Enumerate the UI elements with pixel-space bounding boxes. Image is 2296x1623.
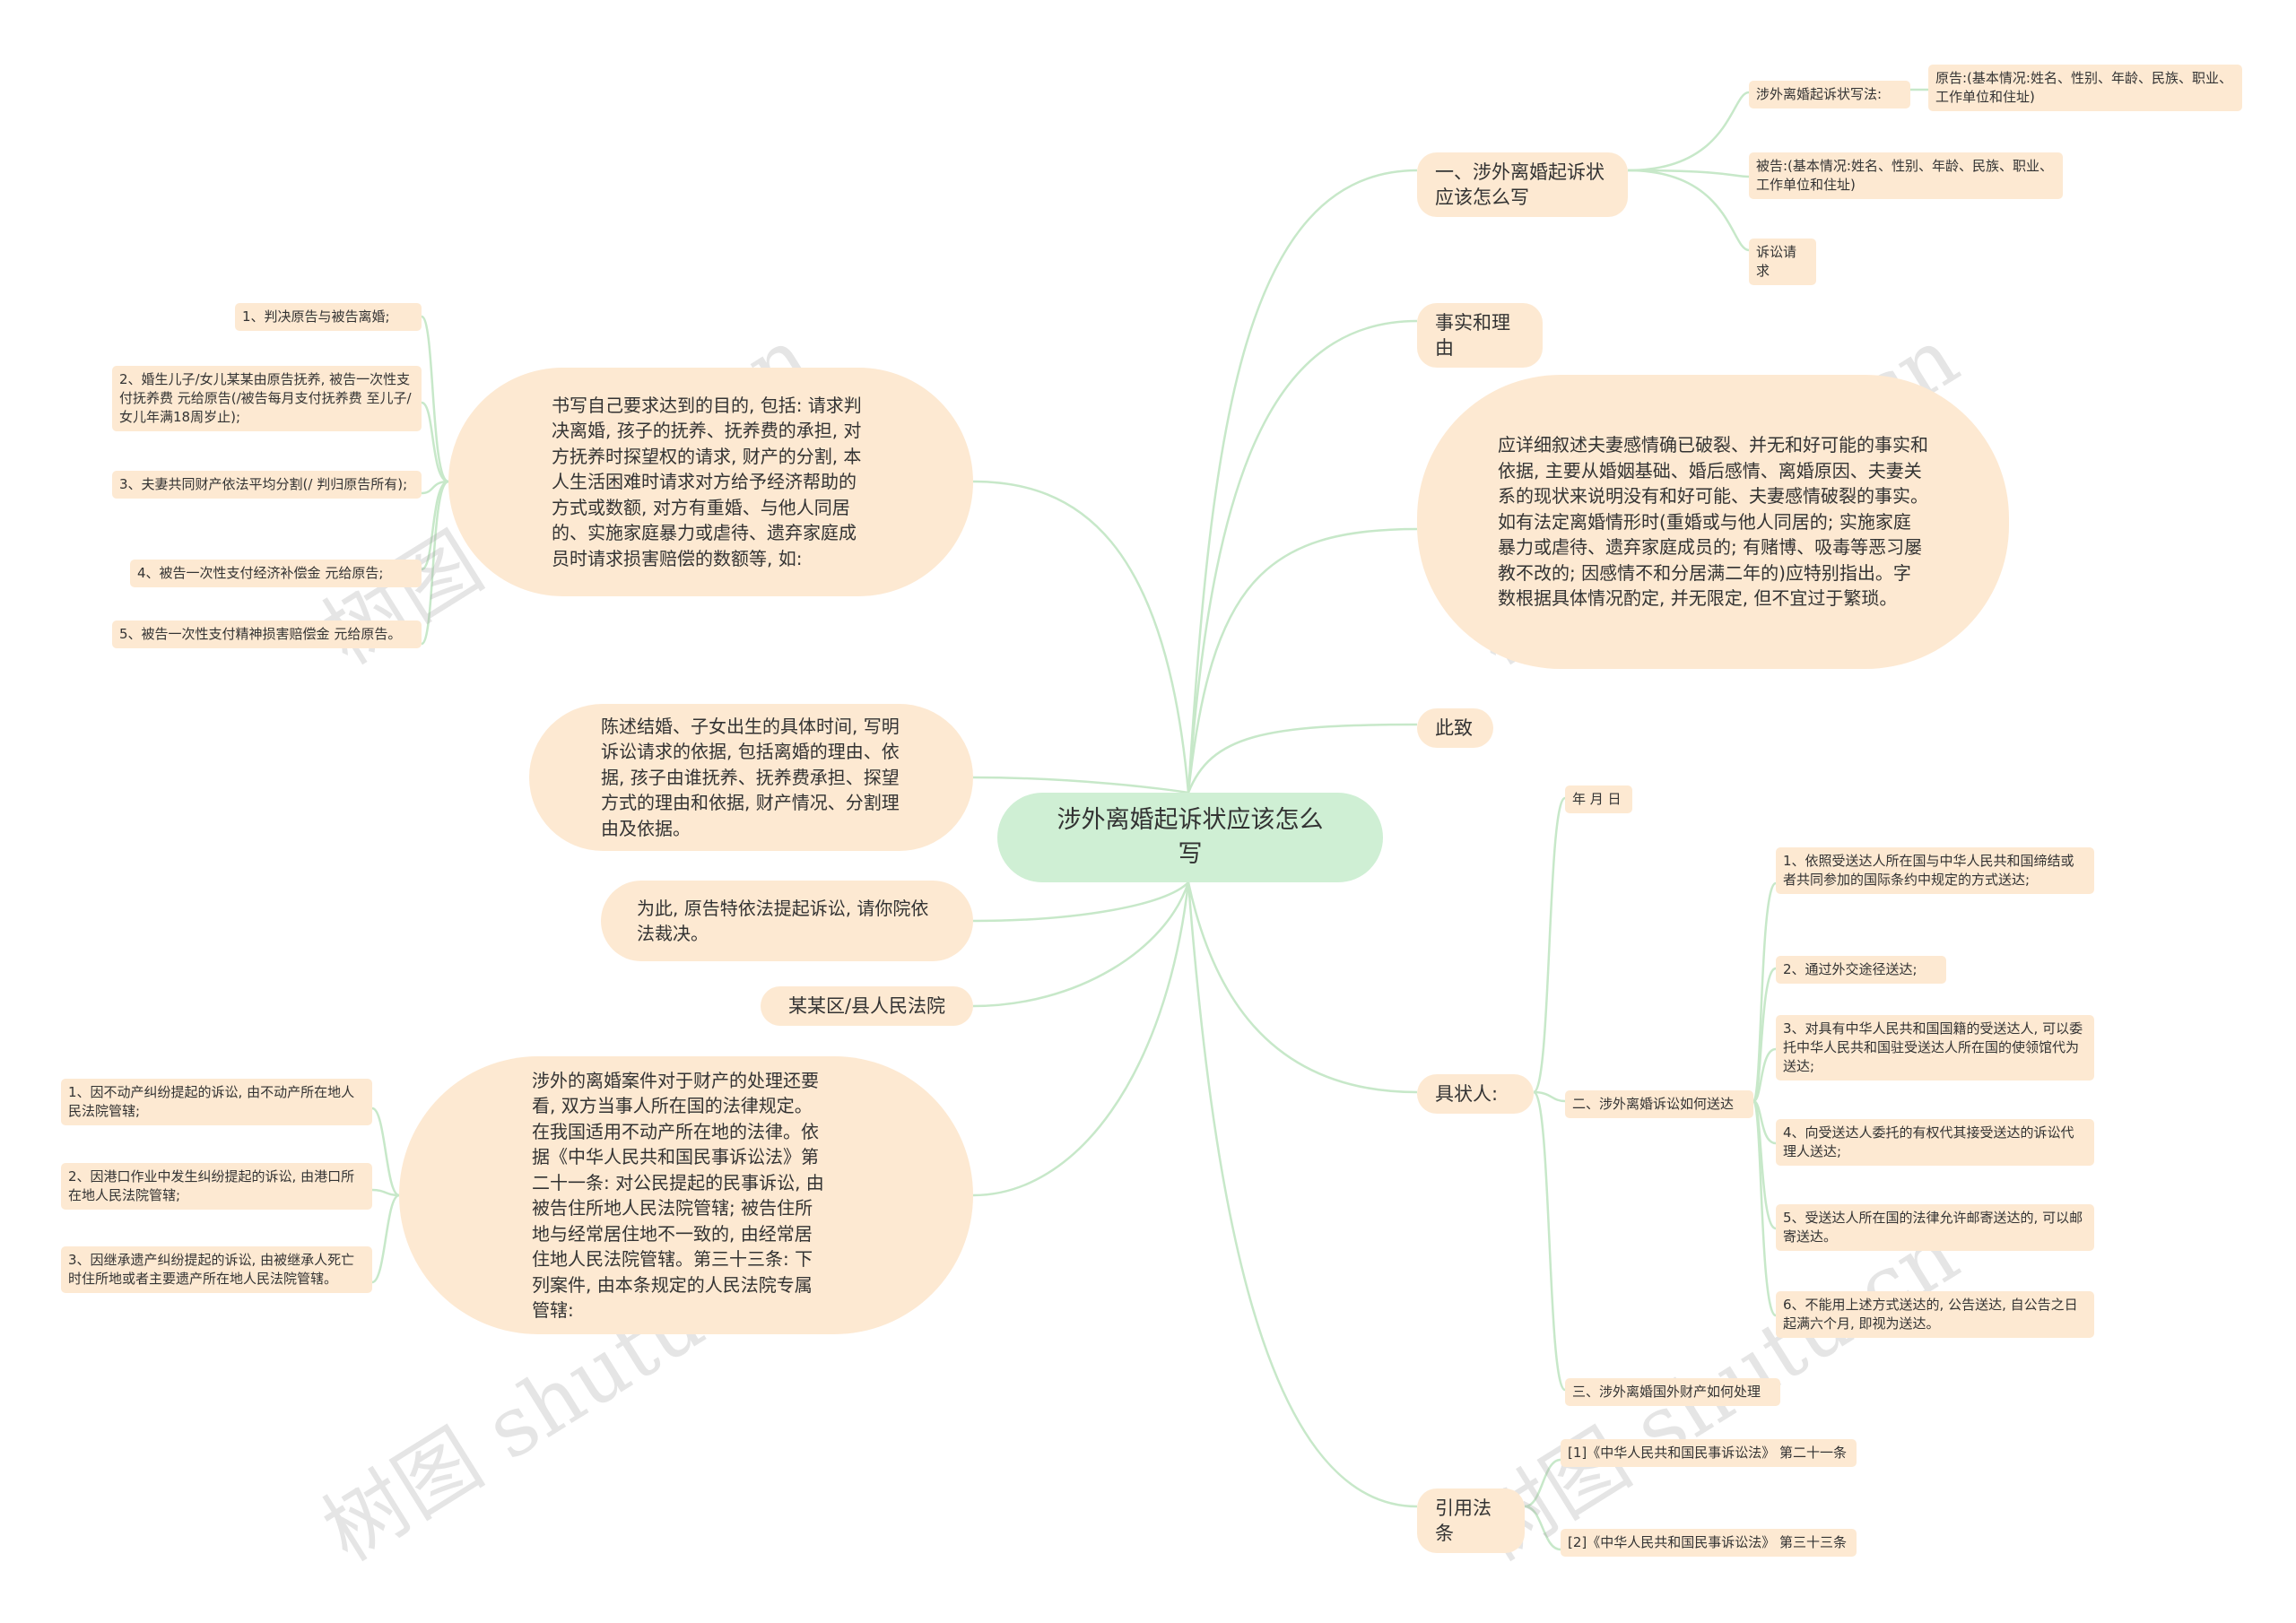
facts-detail[interactable]: 应详细叙述夫妻感情确已破裂、并无和好可能的事实和依据, 主要从婚姻基础、婚后感情… <box>1417 375 2009 669</box>
jurisdiction-item-2[interactable]: 2、因港口作业中发生纠纷提起的诉讼, 由港口所在地人民法院管辖; <box>61 1163 372 1210</box>
service-item-1[interactable]: 1、依照受送达人所在国与中华人民共和国缔结或者共同参加的国际条约中规定的方式送达… <box>1776 847 2094 894</box>
claims-purpose[interactable]: 书写自己要求达到的目的, 包括: 请求判决离婚, 孩子的抚养、抚养费的承担, 对… <box>448 368 973 596</box>
law-item-1[interactable]: [1]《中华人民共和国民事诉讼法》 第二十一条 <box>1561 1439 1857 1467</box>
foreign-property[interactable]: 三、涉外离婚国外财产如何处理 <box>1565 1378 1780 1406</box>
cited-laws[interactable]: 引用法条 <box>1417 1488 1525 1553</box>
section-how-to-write[interactable]: 一、涉外离婚起诉状应该怎么写 <box>1417 152 1628 217</box>
claim-item-2[interactable]: 2、婚生儿子/女儿某某由原告抚养, 被告一次性支付抚养费 元给原告(/被告每月支… <box>112 366 422 431</box>
service-item-2[interactable]: 2、通过外交途径送达; <box>1776 956 1946 984</box>
claim-item-5[interactable]: 5、被告一次性支付精神损害赔偿金 元给原告。 <box>112 621 422 648</box>
plaintiff-signature[interactable]: 具状人: <box>1417 1074 1534 1114</box>
root-topic[interactable]: 涉外离婚起诉状应该怎么写 <box>997 793 1383 882</box>
law-item-2[interactable]: [2]《中华人民共和国民事诉讼法》 第三十三条 <box>1561 1529 1857 1557</box>
writing-method[interactable]: 涉外离婚起诉状写法: <box>1749 81 1910 108</box>
jurisdiction-detail[interactable]: 涉外的离婚案件对于财产的处理还要看, 双方当事人所在国的法律规定。在我国适用不动… <box>399 1056 973 1334</box>
court-request[interactable]: 为此, 原告特依法提起诉讼, 请你院依法裁决。 <box>601 881 973 961</box>
statement-detail[interactable]: 陈述结婚、子女出生的具体时间, 写明诉讼请求的依据, 包括离婚的理由、依据, 孩… <box>529 704 973 851</box>
facts-and-reasons[interactable]: 事实和理由 <box>1417 303 1543 368</box>
cizhi[interactable]: 此致 <box>1417 708 1493 748</box>
service-methods[interactable]: 二、涉外离婚诉讼如何送达 <box>1565 1090 1753 1118</box>
service-item-6[interactable]: 6、不能用上述方式送达的, 公告送达, 自公告之日起满六个月, 即视为送达。 <box>1776 1291 2094 1338</box>
service-item-4[interactable]: 4、向受送达人委托的有权代其接受送达的诉讼代理人送达; <box>1776 1119 2094 1166</box>
claim-item-4[interactable]: 4、被告一次性支付经济补偿金 元给原告; <box>130 560 422 587</box>
claims-label[interactable]: 诉讼请求 <box>1749 239 1816 285</box>
defendant-info[interactable]: 被告:(基本情况:姓名、性别、年龄、民族、职业、工作单位和住址) <box>1749 152 2063 199</box>
plaintiff-info[interactable]: 原告:(基本情况:姓名、性别、年龄、民族、职业、工作单位和住址) <box>1928 65 2242 111</box>
date-line[interactable]: 年 月 日 <box>1565 785 1632 813</box>
jurisdiction-item-3[interactable]: 3、因继承遗产纠纷提起的诉讼, 由被继承人死亡时住所地或者主要遗产所在地人民法院… <box>61 1246 372 1293</box>
claim-item-1[interactable]: 1、判决原告与被告离婚; <box>235 303 422 331</box>
service-item-3[interactable]: 3、对具有中华人民共和国国籍的受送达人, 可以委托中华人民共和国驻受送达人所在国… <box>1776 1015 2094 1081</box>
service-item-5[interactable]: 5、受送达人所在国的法律允许邮寄送达的, 可以邮寄送达。 <box>1776 1204 2094 1251</box>
claim-item-3[interactable]: 3、夫妻共同财产依法平均分割(/ 判归原告所有); <box>112 471 422 499</box>
jurisdiction-item-1[interactable]: 1、因不动产纠纷提起的诉讼, 由不动产所在地人民法院管辖; <box>61 1079 372 1125</box>
court-name[interactable]: 某某区/县人民法院 <box>761 986 973 1026</box>
